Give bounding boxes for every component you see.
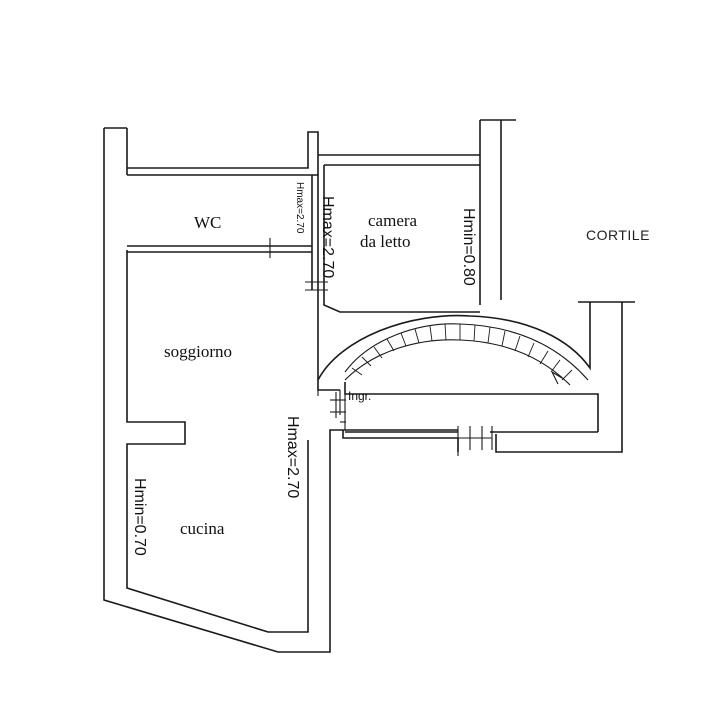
- dim-soggiorno-hmax: Hmax=2.70: [284, 416, 301, 498]
- inner-wall-left: [126, 128, 309, 633]
- dim-camera-hmin: Hmin=0.80: [460, 208, 477, 286]
- room-label-camera-2: da letto: [360, 232, 411, 251]
- door-mark-right: [457, 426, 493, 456]
- arch-outer-wall: [317, 301, 635, 453]
- dim-camera-hmax: Hmax=2.70: [319, 196, 336, 278]
- wall-top-camera: [318, 154, 480, 166]
- dim-wc-hmax: Hmax=2.70: [294, 182, 305, 234]
- wall-bottom-camera: [323, 165, 480, 313]
- outer-wall-left: [103, 127, 343, 653]
- entrance-label: Ingr.: [348, 389, 371, 403]
- wall-bottom-wc: [127, 245, 312, 253]
- dim-cucina-hmin: Hmin=0.70: [131, 478, 148, 556]
- landing-wall: [344, 382, 599, 433]
- room-label-cucina: cucina: [180, 519, 225, 538]
- wall-bottom-right: [342, 429, 459, 452]
- stair-steps: [351, 323, 573, 381]
- room-label-camera-1: camera: [368, 211, 418, 230]
- stair-arrow: [551, 371, 563, 385]
- room-label-soggiorno: soggiorno: [164, 342, 232, 361]
- stair-inner-curve: [344, 339, 571, 386]
- room-label-wc: WC: [194, 213, 221, 232]
- area-label-cortile: CORTILE: [586, 227, 650, 243]
- wall-top-wc: [127, 131, 319, 176]
- wall-right-camera: [479, 119, 516, 305]
- entrance-door: [330, 392, 346, 423]
- landing-inner: [339, 390, 346, 430]
